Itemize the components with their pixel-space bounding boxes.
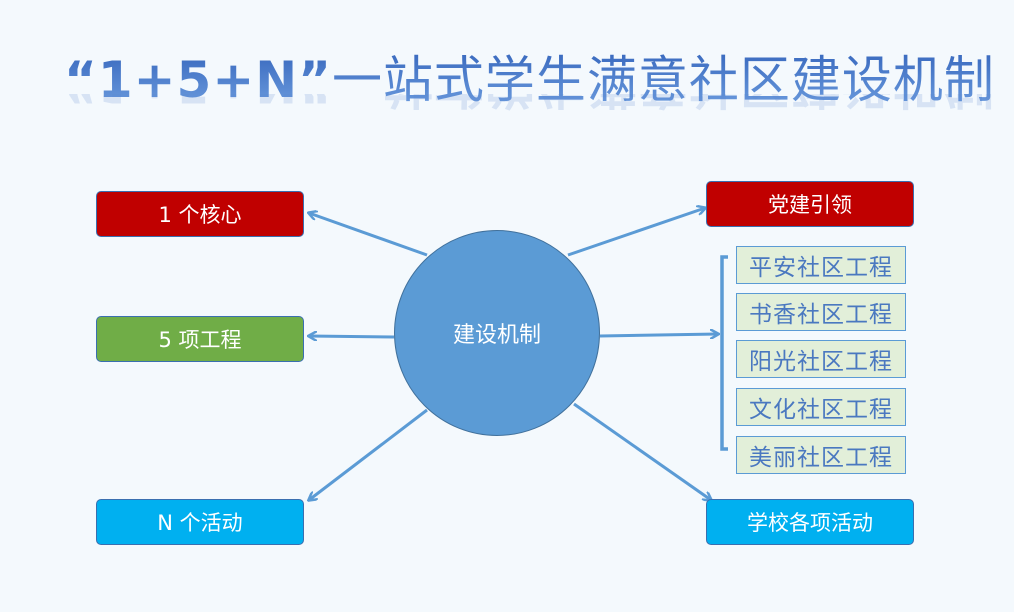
arrow-party <box>567 208 705 257</box>
project-label: 书香社区工程 <box>749 302 893 328</box>
project-label: 文化社区工程 <box>749 397 893 423</box>
arrow-core <box>309 213 428 257</box>
box-core-label: 1 个核心 <box>158 203 242 227</box>
box-school: 学校各项活动 <box>706 499 914 545</box>
project-box: 阳光社区工程 <box>736 340 906 378</box>
project-label: 美丽社区工程 <box>749 445 893 471</box>
box-party-label: 党建引领 <box>768 193 852 217</box>
project-label: 平安社区工程 <box>749 255 893 281</box>
arrow-sub-projects <box>599 334 718 336</box>
project-box: 美丽社区工程 <box>736 436 906 474</box>
arrow-activities <box>309 408 428 500</box>
box-five-projects: 5 项工程 <box>96 316 304 362</box>
project-box: 平安社区工程 <box>736 246 906 284</box>
box-five-projects-label: 5 项工程 <box>158 328 242 352</box>
center-label: 建设机制 <box>452 323 541 348</box>
box-activities: N 个活动 <box>96 499 304 545</box>
box-activities-label: N 个活动 <box>157 511 243 535</box>
project-box: 文化社区工程 <box>736 388 906 426</box>
box-school-label: 学校各项活动 <box>747 511 873 535</box>
box-party: 党建引领 <box>706 181 914 227</box>
box-core: 1 个核心 <box>96 191 304 237</box>
arrow-projects <box>309 336 395 337</box>
center-circle: 建设机制 <box>394 230 600 436</box>
project-label: 阳光社区工程 <box>749 349 893 375</box>
bracket <box>720 255 728 451</box>
project-box: 书香社区工程 <box>736 293 906 331</box>
arrow-school <box>573 402 711 500</box>
